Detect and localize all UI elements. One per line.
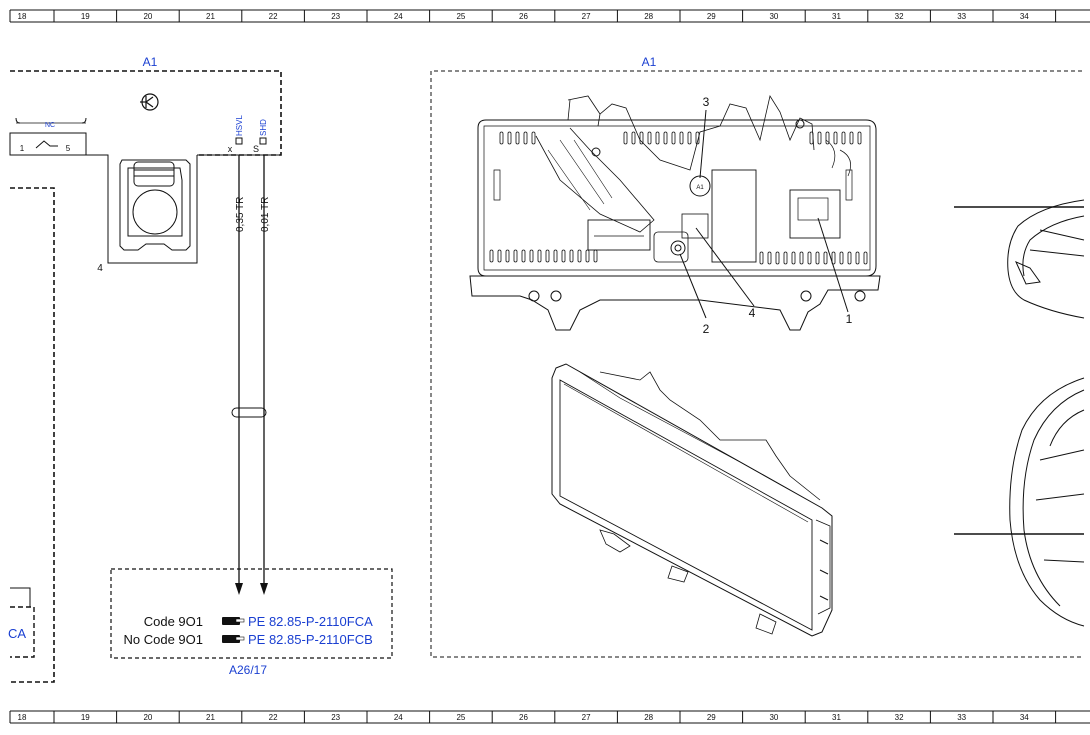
top-ruler-label: 18 [18,12,27,21]
wires [231,155,267,585]
top-ruler-label: 34 [1020,12,1029,21]
bottom-ruler-label: 23 [331,713,340,722]
bottom-ruler-label: 20 [143,713,152,722]
bottom-ruler-label: 34 [1020,713,1029,722]
pin-markers [235,137,267,145]
callout-leaders [679,109,849,319]
top-ruler-label: 22 [269,12,278,21]
nc-label: NC [45,122,55,129]
vehicle-interior-fragment [954,377,1085,627]
top-ruler-label: 31 [832,12,841,21]
pointing-hand-icon [222,617,245,625]
top-ruler [9,9,1090,23]
right-module-label: A1 [642,55,657,69]
top-ruler-label: 19 [81,12,90,21]
nc-switch-block [9,117,87,156]
bottom-ruler-label: 19 [81,713,90,722]
top-ruler-label: 25 [456,12,465,21]
pin-5-label: 5 [66,144,71,153]
bottom-ruler-label: 29 [707,713,716,722]
bottom-ruler-label: 30 [769,713,778,722]
bottom-ruler-label: 28 [644,713,653,722]
top-ruler-label: 32 [895,12,904,21]
reference-link-fca[interactable]: PE 82.85-P-2110FCA [248,614,373,629]
bottom-ruler-label: 18 [18,713,27,722]
top-ruler-label: 20 [143,12,152,21]
pin-x-label: x [228,144,233,154]
part-marker-label: A1 [696,185,704,191]
bottom-ruler-label: 25 [456,713,465,722]
left-module-boundary [10,70,282,156]
top-ruler-label: 24 [394,12,403,21]
code-label: Code 9O1 [144,614,203,629]
top-ruler-label: 29 [707,12,716,21]
wire-arrows [235,583,268,595]
left-edge-fragment-label: CA [8,626,26,641]
instrument-cluster-rear-view [469,94,881,331]
cluster-vent-slots [489,131,868,265]
no-code-label: No Code 9O1 [124,632,204,647]
bottom-ruler-label: 24 [394,713,403,722]
bottom-ruler-label: 31 [832,713,841,722]
callout-4: 4 [749,306,756,320]
reference-link-fcb[interactable]: PE 82.85-P-2110FCB [248,632,373,647]
bottom-ruler-label: 22 [269,713,278,722]
callout-1: 1 [846,312,853,326]
bottom-ruler [9,710,1090,724]
signal-shd-label: SHD [259,119,268,136]
bottom-ruler-label: 32 [895,713,904,722]
top-ruler-label: 27 [582,12,591,21]
top-ruler-label: 23 [331,12,340,21]
reference-box-label: A26/17 [229,663,267,677]
top-ruler-label: 26 [519,12,528,21]
left-fragment-module [10,187,55,683]
bottom-ruler-label: 33 [957,713,966,722]
pointing-hand-icon [222,635,245,643]
left-module-label: A1 [143,55,158,69]
callout-2: 2 [703,322,710,336]
top-ruler-label: 21 [206,12,215,21]
instrument-cluster-perspective-view [551,363,833,637]
wire-2-label: 0,01 TR [260,197,271,232]
connector-4-callout: 4 [97,263,103,274]
pin-s-label: S [253,144,259,154]
top-ruler-label: 33 [957,12,966,21]
transistor-symbol-icon [140,93,159,111]
bottom-ruler-label: 27 [582,713,591,722]
vehicle-front-fragment [954,199,1085,319]
bottom-ruler-label: 26 [519,713,528,722]
reference-box [110,568,393,659]
callout-3: 3 [703,95,710,109]
top-ruler-label: 28 [644,12,653,21]
right-module-boundary [430,70,1082,658]
pin-1-label: 1 [20,144,25,153]
connector-4-drawing [119,159,191,251]
bottom-ruler-label: 21 [206,713,215,722]
signal-hsvl-label: HSVL [235,115,244,136]
top-ruler-label: 30 [769,12,778,21]
wire-1-label: 0,35 TR [235,197,246,232]
